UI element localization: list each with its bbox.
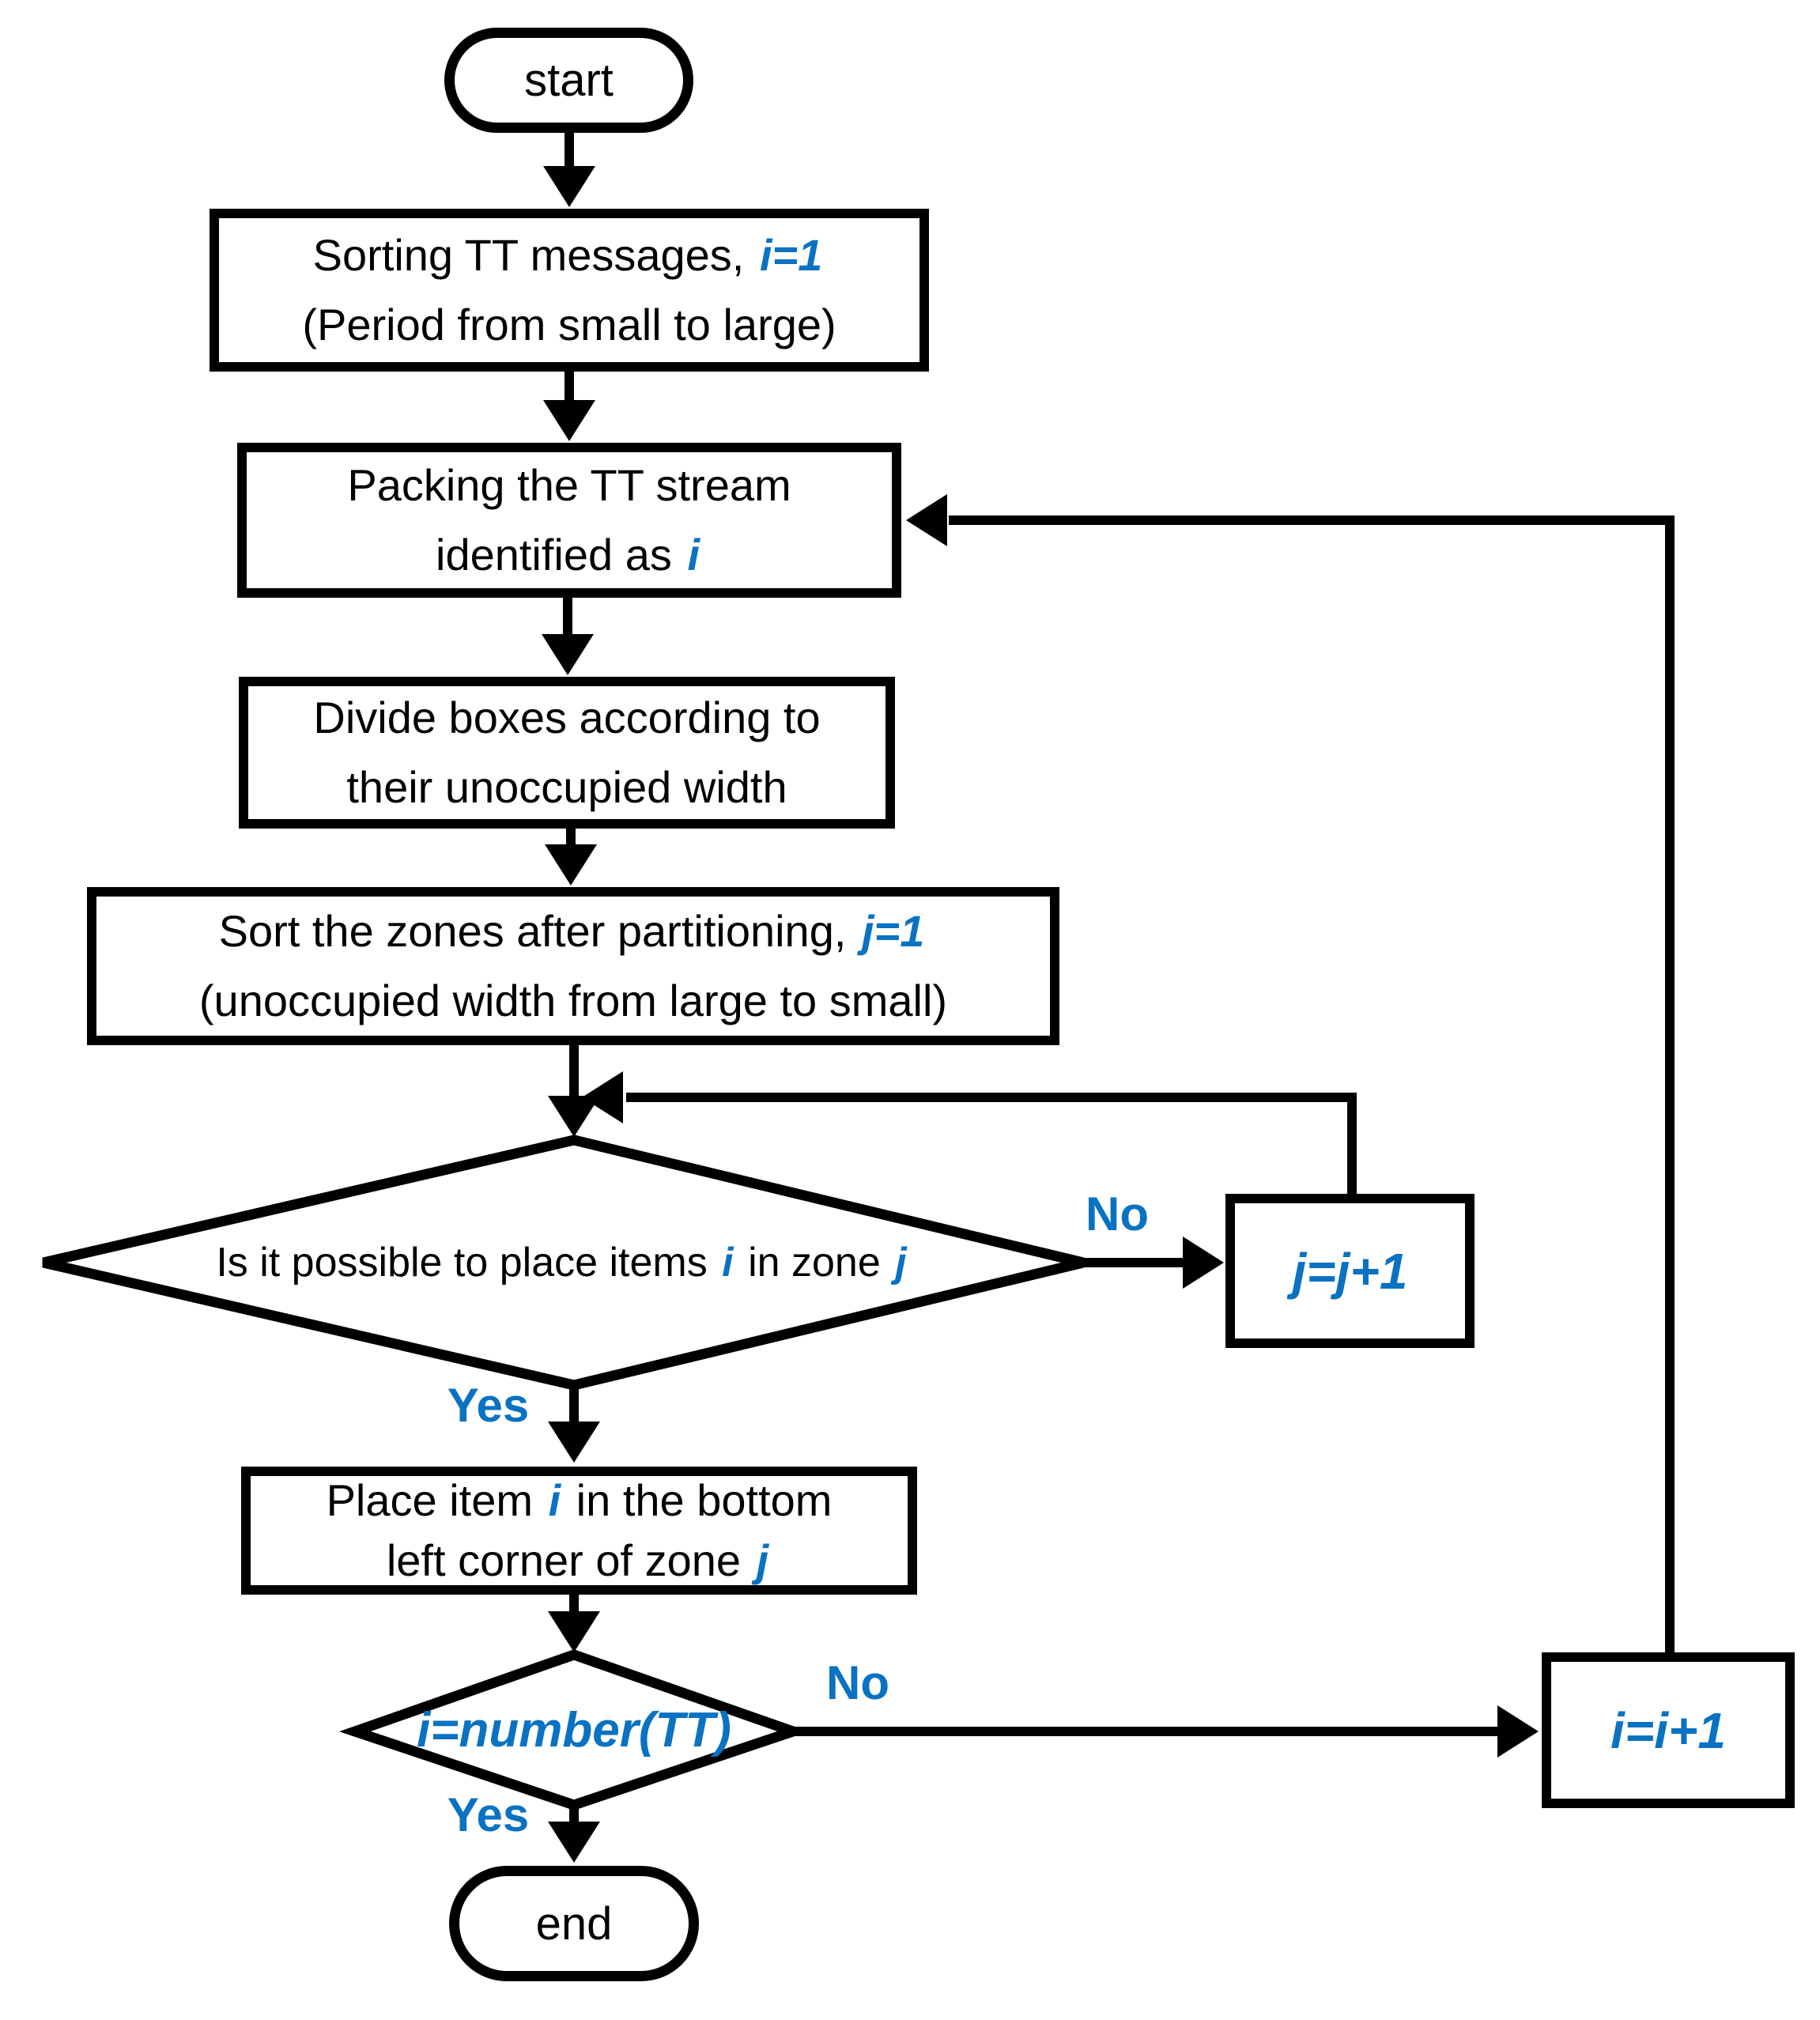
arrowhead-jincrement-loop (582, 1071, 623, 1123)
arrowhead-into-end (548, 1822, 600, 1863)
process-place-item: Place item i in the bottom left corner o… (241, 1467, 917, 1595)
arrowhead-into-divide (542, 634, 594, 675)
process-sort-zones: Sort the zones after partitioning, j=1 (… (87, 887, 1059, 1045)
var-i: i (687, 530, 700, 580)
var-j: j (895, 1240, 907, 1286)
text-line: identified as i (436, 520, 703, 590)
decision-place-item-label: Is it possible to place items i in zone … (49, 1218, 1077, 1308)
terminator-start: start (444, 28, 693, 133)
decision-place-item-diamond (42, 1135, 1085, 1391)
text-line: their unoccupied width (346, 762, 787, 812)
arrowhead-into-sortzones (545, 844, 597, 885)
process-sorting-tt-messages: Sorting TT messages, i=1 (Period from sm… (210, 209, 929, 372)
i-increment-label: i=i+1 (1610, 1701, 1726, 1759)
start-label: start (524, 55, 614, 106)
decision-i-number-diamond (338, 1649, 810, 1810)
process-divide-boxes: Divide boxes according to their unoccupi… (239, 677, 895, 829)
process-i-increment: i=i+1 (1542, 1652, 1795, 1808)
arrowhead-into-decision2 (548, 1611, 600, 1652)
end-label: end (535, 1897, 613, 1950)
arrowhead-into-iincrement (1497, 1705, 1539, 1758)
text-line: left corner of zone j (387, 1531, 772, 1591)
text-line: Is it possible to place items i in zone … (216, 1228, 909, 1297)
arrowhead-into-packing (543, 400, 595, 441)
text-line: (Period from small to large) (302, 300, 836, 349)
arrowhead-into-sorting (543, 166, 595, 207)
terminator-end: end (449, 1866, 699, 1981)
text-line: Place item i in the bottom (326, 1475, 833, 1525)
text-line: Divide boxes according to (313, 693, 821, 742)
var-j-equals-1: j=1 (861, 906, 925, 956)
var-i-equals-1: i=1 (759, 230, 823, 280)
edge-label-no-last: No (826, 1656, 889, 1709)
var-i: i (548, 1475, 561, 1525)
text-line: Packing the TT stream (347, 460, 791, 510)
process-packing-tt-stream: Packing the TT stream identified as i (237, 443, 901, 598)
text-line: Sorting TT messages, i=1 (313, 221, 826, 290)
connector-jincrement-loop (626, 1093, 1357, 1194)
var-i-equals-number-tt: i=number(TT) (417, 1702, 731, 1758)
connector-iincrement-loop (949, 515, 1675, 1652)
edge-label-yes-last: Yes (447, 1788, 530, 1841)
edge-label-yes-zone: Yes (447, 1378, 530, 1432)
text-line: Sort the zones after partitioning, j=1 (219, 897, 928, 966)
var-j: j (756, 1535, 769, 1585)
arrowhead-into-place (548, 1422, 600, 1463)
edge-label-no-zone: No (1086, 1187, 1149, 1240)
j-increment-label: j=j+1 (1292, 1242, 1408, 1300)
var-i: i (722, 1240, 734, 1286)
arrowhead-into-jincrement (1183, 1237, 1224, 1289)
process-j-increment: j=j+1 (1225, 1194, 1475, 1348)
arrowhead-iincrement-loop (906, 494, 947, 546)
arrowhead-into-decision (548, 1096, 600, 1137)
text-line: (unoccupied width from large to small) (198, 976, 948, 1025)
decision-i-number-label: i=number(TT) (337, 1692, 811, 1768)
